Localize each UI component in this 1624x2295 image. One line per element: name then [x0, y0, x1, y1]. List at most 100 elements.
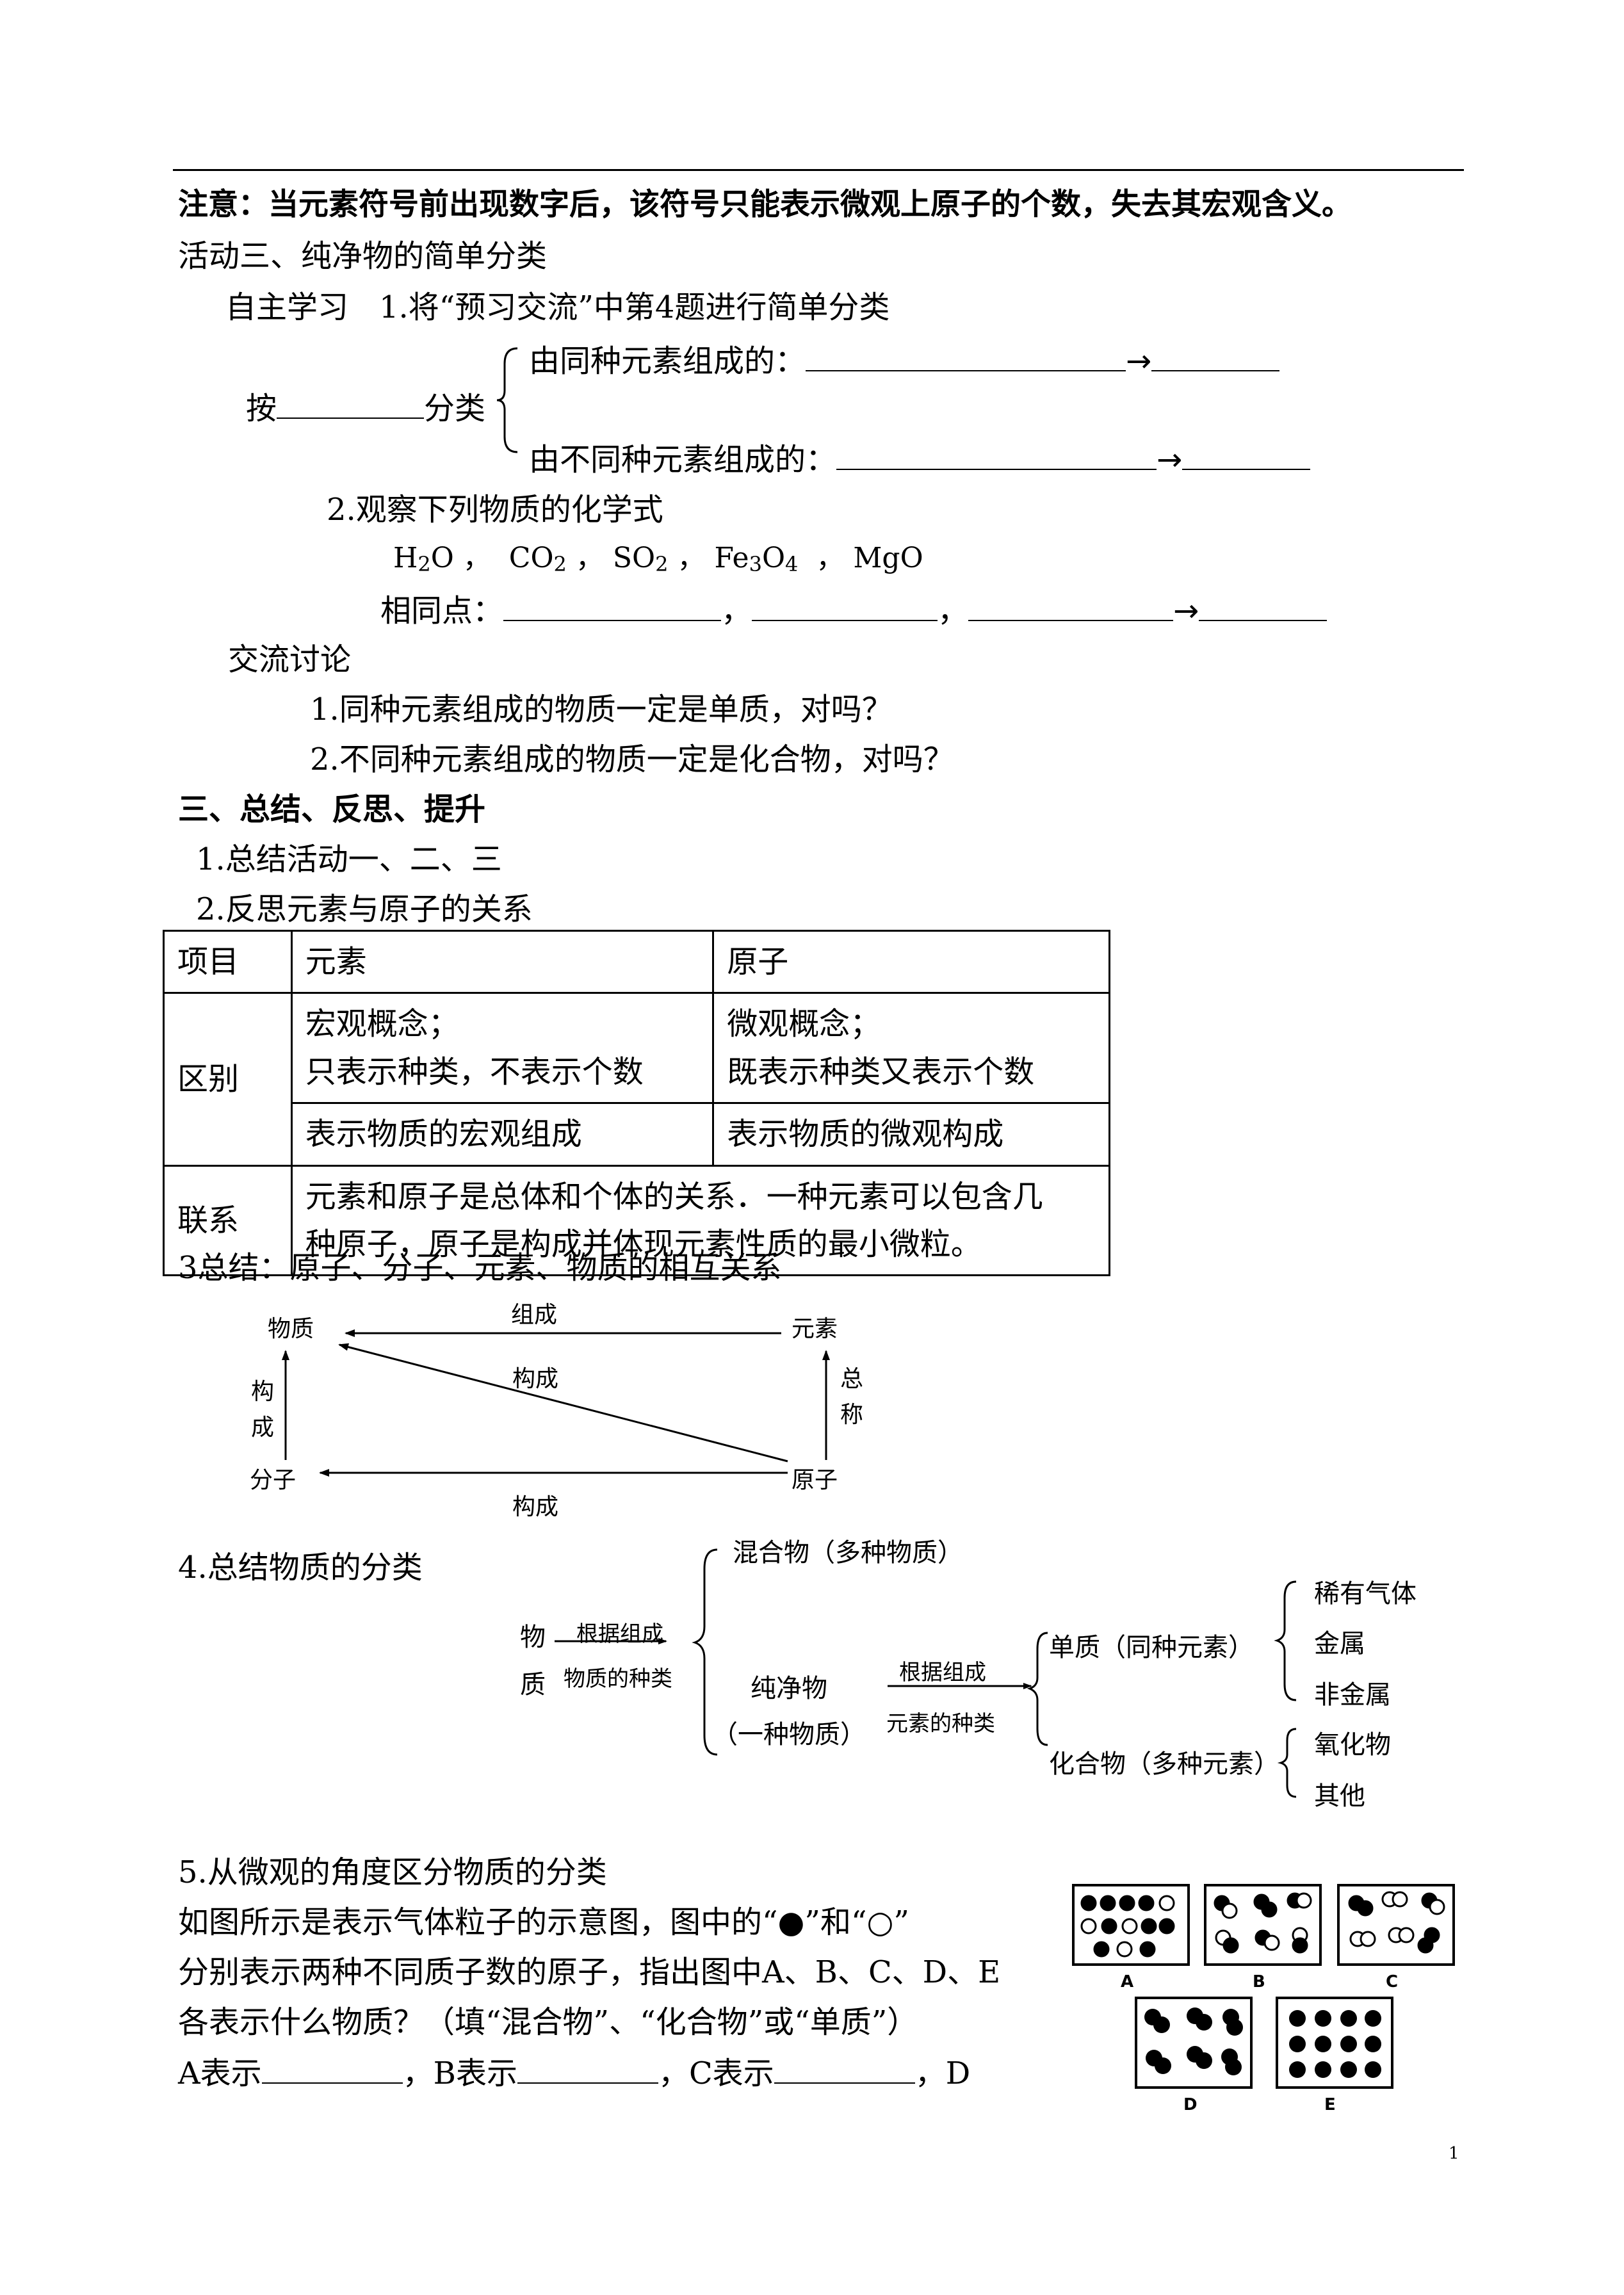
same-element-blank-2[interactable]	[1151, 345, 1280, 371]
link-label: 联系	[163, 1164, 293, 1277]
self-study-line: 自主学习 1.将“预习交流”中第4题进行简单分类	[225, 289, 890, 325]
classify-blank[interactable]	[277, 392, 425, 419]
table-header-item: 项目	[163, 929, 293, 994]
common-points-row: 相同点：，，→	[380, 593, 1328, 629]
cls-nonmetal: 非金属	[1314, 1680, 1391, 1710]
classify-prefix: 按	[246, 391, 277, 426]
cls-pure-note: （一种物质）	[712, 1720, 866, 1749]
answer-d-tail: ，D	[914, 2056, 971, 2091]
table-row: 项目 元素 原子	[163, 929, 1110, 994]
summary5-line3: 各表示什么物质？（填“混合物”、“化合物”或“单质”）	[178, 2004, 918, 2040]
diff-element-label: 由不同种元素组成的：	[529, 442, 837, 478]
row2-element: 表示物质的宏观组成	[290, 1102, 715, 1167]
diagram-general-v1: 总	[840, 1366, 864, 1392]
answer-b-label: ，B表示	[402, 2056, 517, 2091]
box-label-e: E	[1324, 2095, 1336, 2114]
page-number: 1	[1449, 2144, 1459, 2163]
cls-elemental: 单质（同种元素）	[1049, 1633, 1254, 1662]
table-row: 表示物质的宏观组成 表示物质的微观构成	[164, 1102, 1110, 1167]
same-element-blank-1[interactable]	[806, 345, 1126, 371]
cls-substance-1: 物	[520, 1623, 546, 1652]
particle-diagram	[1072, 1884, 1455, 2089]
summary5-line2: 分别表示两种不同质子数的原子，指出图中A、B、C、D、E	[178, 1954, 1001, 1990]
answer-b-blank[interactable]	[517, 2057, 658, 2084]
row2-atom: 表示物质的微观构成	[712, 1102, 1110, 1167]
diagram-construct-bottom: 构成	[512, 1494, 559, 1520]
diagram-element: 元素	[792, 1316, 838, 1342]
common-blank-1[interactable]	[503, 594, 722, 621]
diagram-construct-v1: 构	[251, 1379, 275, 1405]
cls-basis2-top: 根据组成	[899, 1660, 986, 1685]
answer-c-label: ，C表示	[658, 2056, 774, 2091]
answer-a-label: A表示	[178, 2056, 262, 2091]
cls-rare-gas: 稀有气体	[1314, 1579, 1417, 1609]
common-blank-4[interactable]	[1199, 594, 1328, 621]
discuss-q1: 1.同种元素组成的物质一定是单质，对吗？	[310, 692, 893, 727]
box-a-particles	[1080, 1895, 1175, 1958]
formula-h2o: H2O	[393, 542, 454, 576]
section3-item1: 1.总结活动一、二、三	[196, 841, 502, 877]
arrow-icon: →	[1173, 593, 1199, 629]
row1-element-l2: 只表示种类，不表示个数	[305, 1053, 644, 1090]
classify-suffix: 分类	[424, 391, 486, 426]
relation-diagram-lines	[282, 1329, 830, 1477]
diagram-construct-diag: 构成	[512, 1366, 559, 1392]
discuss-title: 交流讨论	[228, 642, 352, 677]
classification-lines	[555, 1548, 1297, 1798]
row1-atom: 微观概念；既表示种类又表示个数	[712, 992, 1110, 1105]
formula-so2: SO2	[612, 542, 669, 576]
summary5-answers: A表示 ，B表示 ，C表示 ，D	[178, 2057, 970, 2089]
diff-element-blank-1[interactable]	[836, 443, 1157, 470]
common-blank-2[interactable]	[752, 594, 938, 621]
box-b-particles	[1214, 1892, 1312, 1954]
cls-metal: 金属	[1314, 1629, 1365, 1658]
formula-mgo: MgO	[853, 542, 923, 574]
row1-element: 宏观概念； 只表示种类，不表示个数	[290, 992, 715, 1105]
box-label-d: D	[1183, 2095, 1198, 2114]
diagram-compose: 组成	[511, 1296, 558, 1329]
diagram-construct-v2: 成	[251, 1415, 275, 1441]
cls-other: 其他	[1314, 1781, 1365, 1811]
cls-mixture: 混合物（多种物质）	[733, 1538, 963, 1568]
element-atom-table: 项目 元素 原子 区别 宏观概念； 只表示种类，不表示个数 微观概念；既表示种类又…	[163, 929, 1111, 1277]
cls-substance-2: 质	[520, 1670, 546, 1699]
diff-element-blank-2[interactable]	[1182, 443, 1311, 470]
link-text: 元素和原子是总体和个体的关系．一种元素可以包含几种原子，原子是构成并体现元素性质…	[290, 1164, 1111, 1277]
box-e-particles	[1289, 2010, 1381, 2078]
diff-element-row: 由不同种元素组成的：→	[529, 442, 1311, 478]
box-label-c: C	[1386, 1972, 1399, 1991]
diagram-molecule: 分子	[250, 1467, 296, 1493]
section3-title: 三、总结、反思、提升	[178, 791, 486, 827]
cls-compound: 化合物（多种元素）	[1049, 1749, 1279, 1779]
summary3-title: 3总结：原子、分子、元素、物质的相互关系	[178, 1250, 782, 1286]
diagram-atom: 原子	[792, 1467, 838, 1493]
row1-atom-l1: 微观概念；	[727, 1006, 881, 1042]
table-row: 区别 宏观概念； 只表示种类，不表示个数 微观概念；既表示种类又表示个数	[163, 992, 1110, 1167]
formula-fe3o4: Fe3O4	[714, 542, 799, 576]
answer-a-blank[interactable]	[261, 2057, 403, 2084]
cls-oxide: 氧化物	[1314, 1730, 1391, 1760]
diagram-substance: 物质	[268, 1316, 314, 1342]
summary5-title: 5.从微观的角度区分物质的分类	[178, 1854, 607, 1890]
summary5-line1: 如图所示是表示气体粒子的示意图，图中的“●”和“○”	[178, 1904, 909, 1940]
discuss-q2: 2.不同种元素组成的物质一定是化合物，对吗？	[310, 742, 954, 777]
common-blank-3[interactable]	[968, 594, 1174, 621]
box-label-a: A	[1121, 1972, 1134, 1991]
classify-brace	[496, 347, 518, 453]
observe-line: 2.观察下列物质的化学式	[327, 492, 663, 528]
formula-line: H2O ， CO2 ， SO2 ， Fe3O4 ， MgO	[393, 542, 923, 576]
summary4-title: 4.总结物质的分类	[178, 1550, 423, 1585]
row1-element-l1: 宏观概念；	[305, 1006, 459, 1042]
note-text: 注意：当元素符号前出现数字后，该符号只能表示微观上原子的个数，失去其宏观含义。	[178, 187, 1352, 222]
common-points-label: 相同点：	[380, 593, 504, 629]
diff-label: 区别	[163, 992, 293, 1167]
table-header-atom: 原子	[712, 929, 1110, 994]
answer-c-blank[interactable]	[774, 2057, 915, 2084]
cls-pure: 纯净物	[751, 1674, 827, 1703]
activity3-title: 活动三、纯净物的简单分类	[178, 238, 548, 274]
box-label-b: B	[1253, 1972, 1265, 1991]
arrow-icon: →	[1126, 343, 1152, 379]
same-element-row: 由同种元素组成的：→	[529, 343, 1280, 379]
cls-basis2-bottom: 元素的种类	[886, 1711, 995, 1737]
cls-basis1-bottom: 物质的种类	[564, 1666, 672, 1692]
